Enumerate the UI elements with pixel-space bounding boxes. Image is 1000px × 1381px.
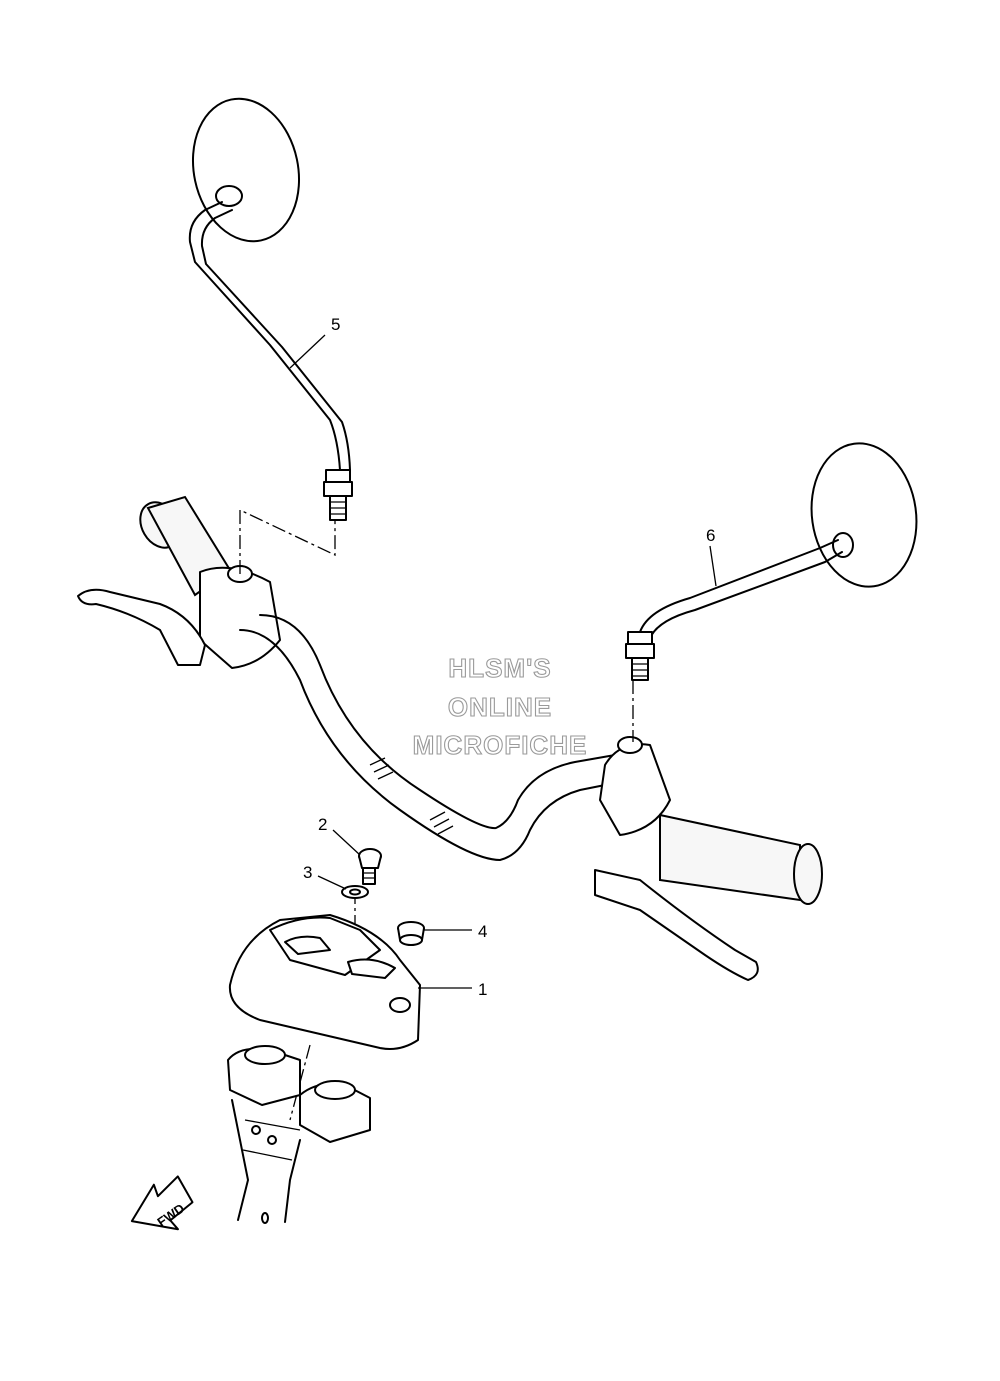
callout-5: 5 bbox=[331, 315, 340, 334]
washer[interactable] bbox=[341, 885, 369, 899]
bolt[interactable] bbox=[358, 848, 382, 885]
mirror-left[interactable] bbox=[180, 89, 353, 521]
mount-line-left bbox=[239, 508, 336, 574]
callout-2: 2 bbox=[318, 815, 327, 834]
plug-cap[interactable] bbox=[397, 921, 425, 946]
callout-1: 1 bbox=[478, 980, 487, 999]
leader-2 bbox=[332, 829, 361, 856]
callout-4: 4 bbox=[478, 922, 487, 941]
watermark-line-1: HLSM'S bbox=[448, 653, 551, 683]
watermark-line-3: MICROFICHE bbox=[413, 730, 588, 760]
steering-column bbox=[227, 1045, 371, 1224]
leader-5 bbox=[289, 334, 326, 369]
leader-6 bbox=[709, 545, 717, 587]
callout-6: 6 bbox=[706, 526, 715, 545]
watermark-line-2: ONLINE bbox=[448, 692, 552, 722]
leader-3 bbox=[317, 875, 347, 890]
callout-3: 3 bbox=[303, 863, 312, 882]
handlebar-cover[interactable] bbox=[228, 914, 421, 1050]
mirror-right[interactable] bbox=[625, 436, 926, 681]
forward-arrow: FWD bbox=[130, 1175, 194, 1231]
handlebar[interactable] bbox=[77, 495, 823, 981]
